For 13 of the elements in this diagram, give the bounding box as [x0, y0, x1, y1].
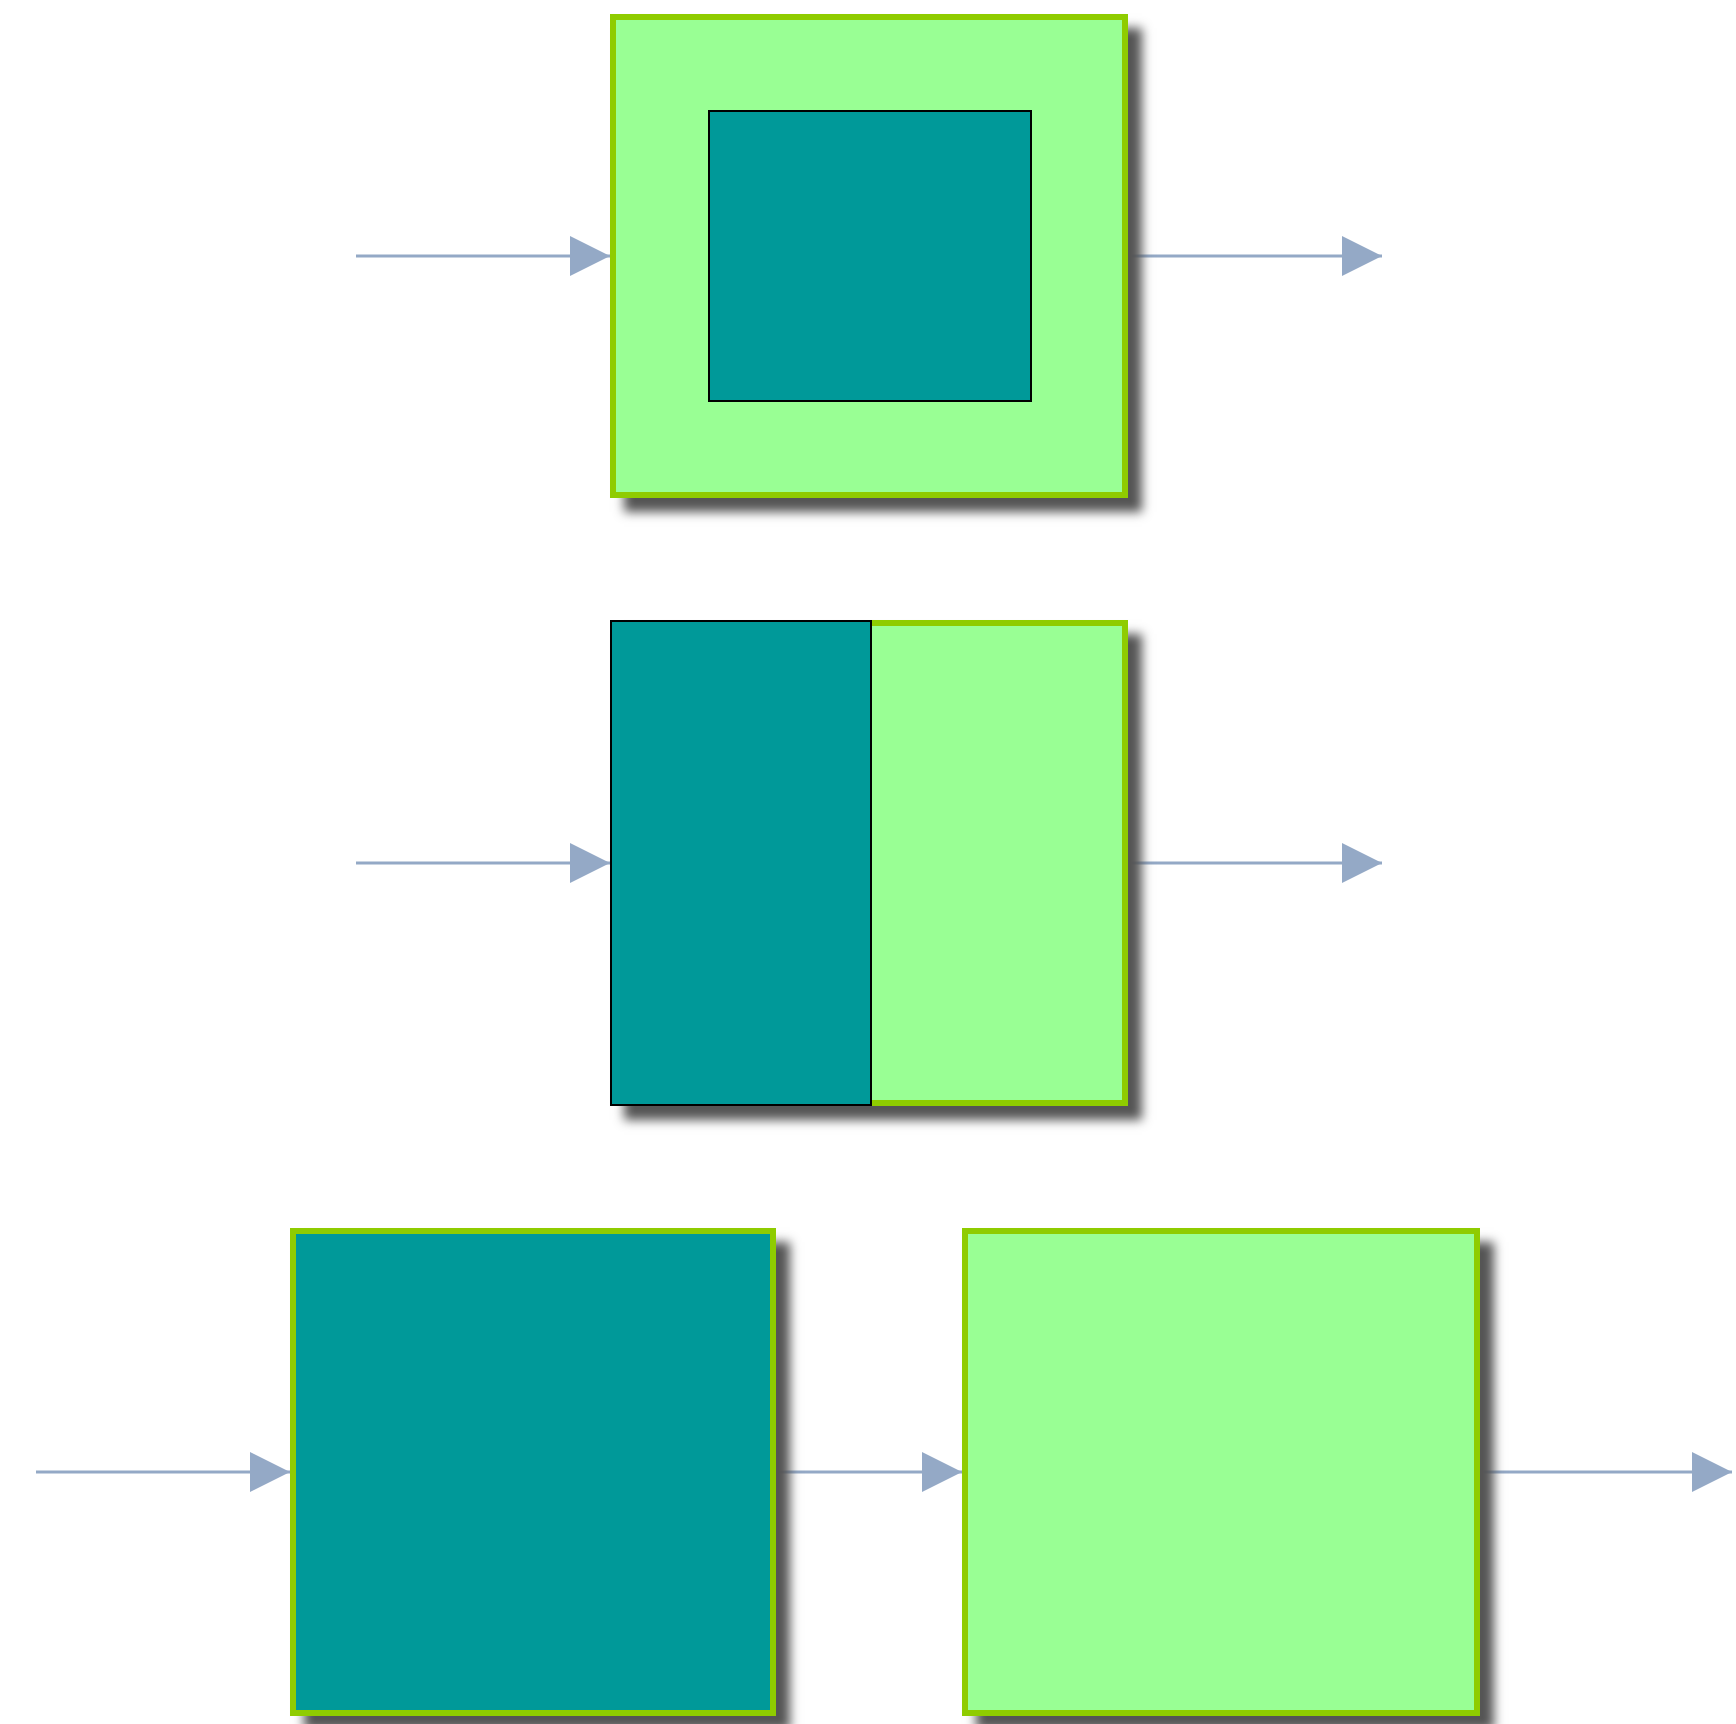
arrow: [356, 236, 610, 276]
arrow: [776, 1452, 962, 1492]
inner-box: [610, 620, 872, 1106]
arrow: [356, 843, 610, 883]
inner-box: [708, 110, 1032, 402]
arrow: [1480, 1452, 1732, 1492]
process-box: [962, 1228, 1480, 1716]
arrow: [1128, 843, 1382, 883]
process-box: [290, 1228, 776, 1716]
outer-box: [610, 14, 1128, 498]
arrow: [36, 1452, 290, 1492]
outer-box: [610, 620, 1128, 1106]
arrow: [1128, 236, 1382, 276]
